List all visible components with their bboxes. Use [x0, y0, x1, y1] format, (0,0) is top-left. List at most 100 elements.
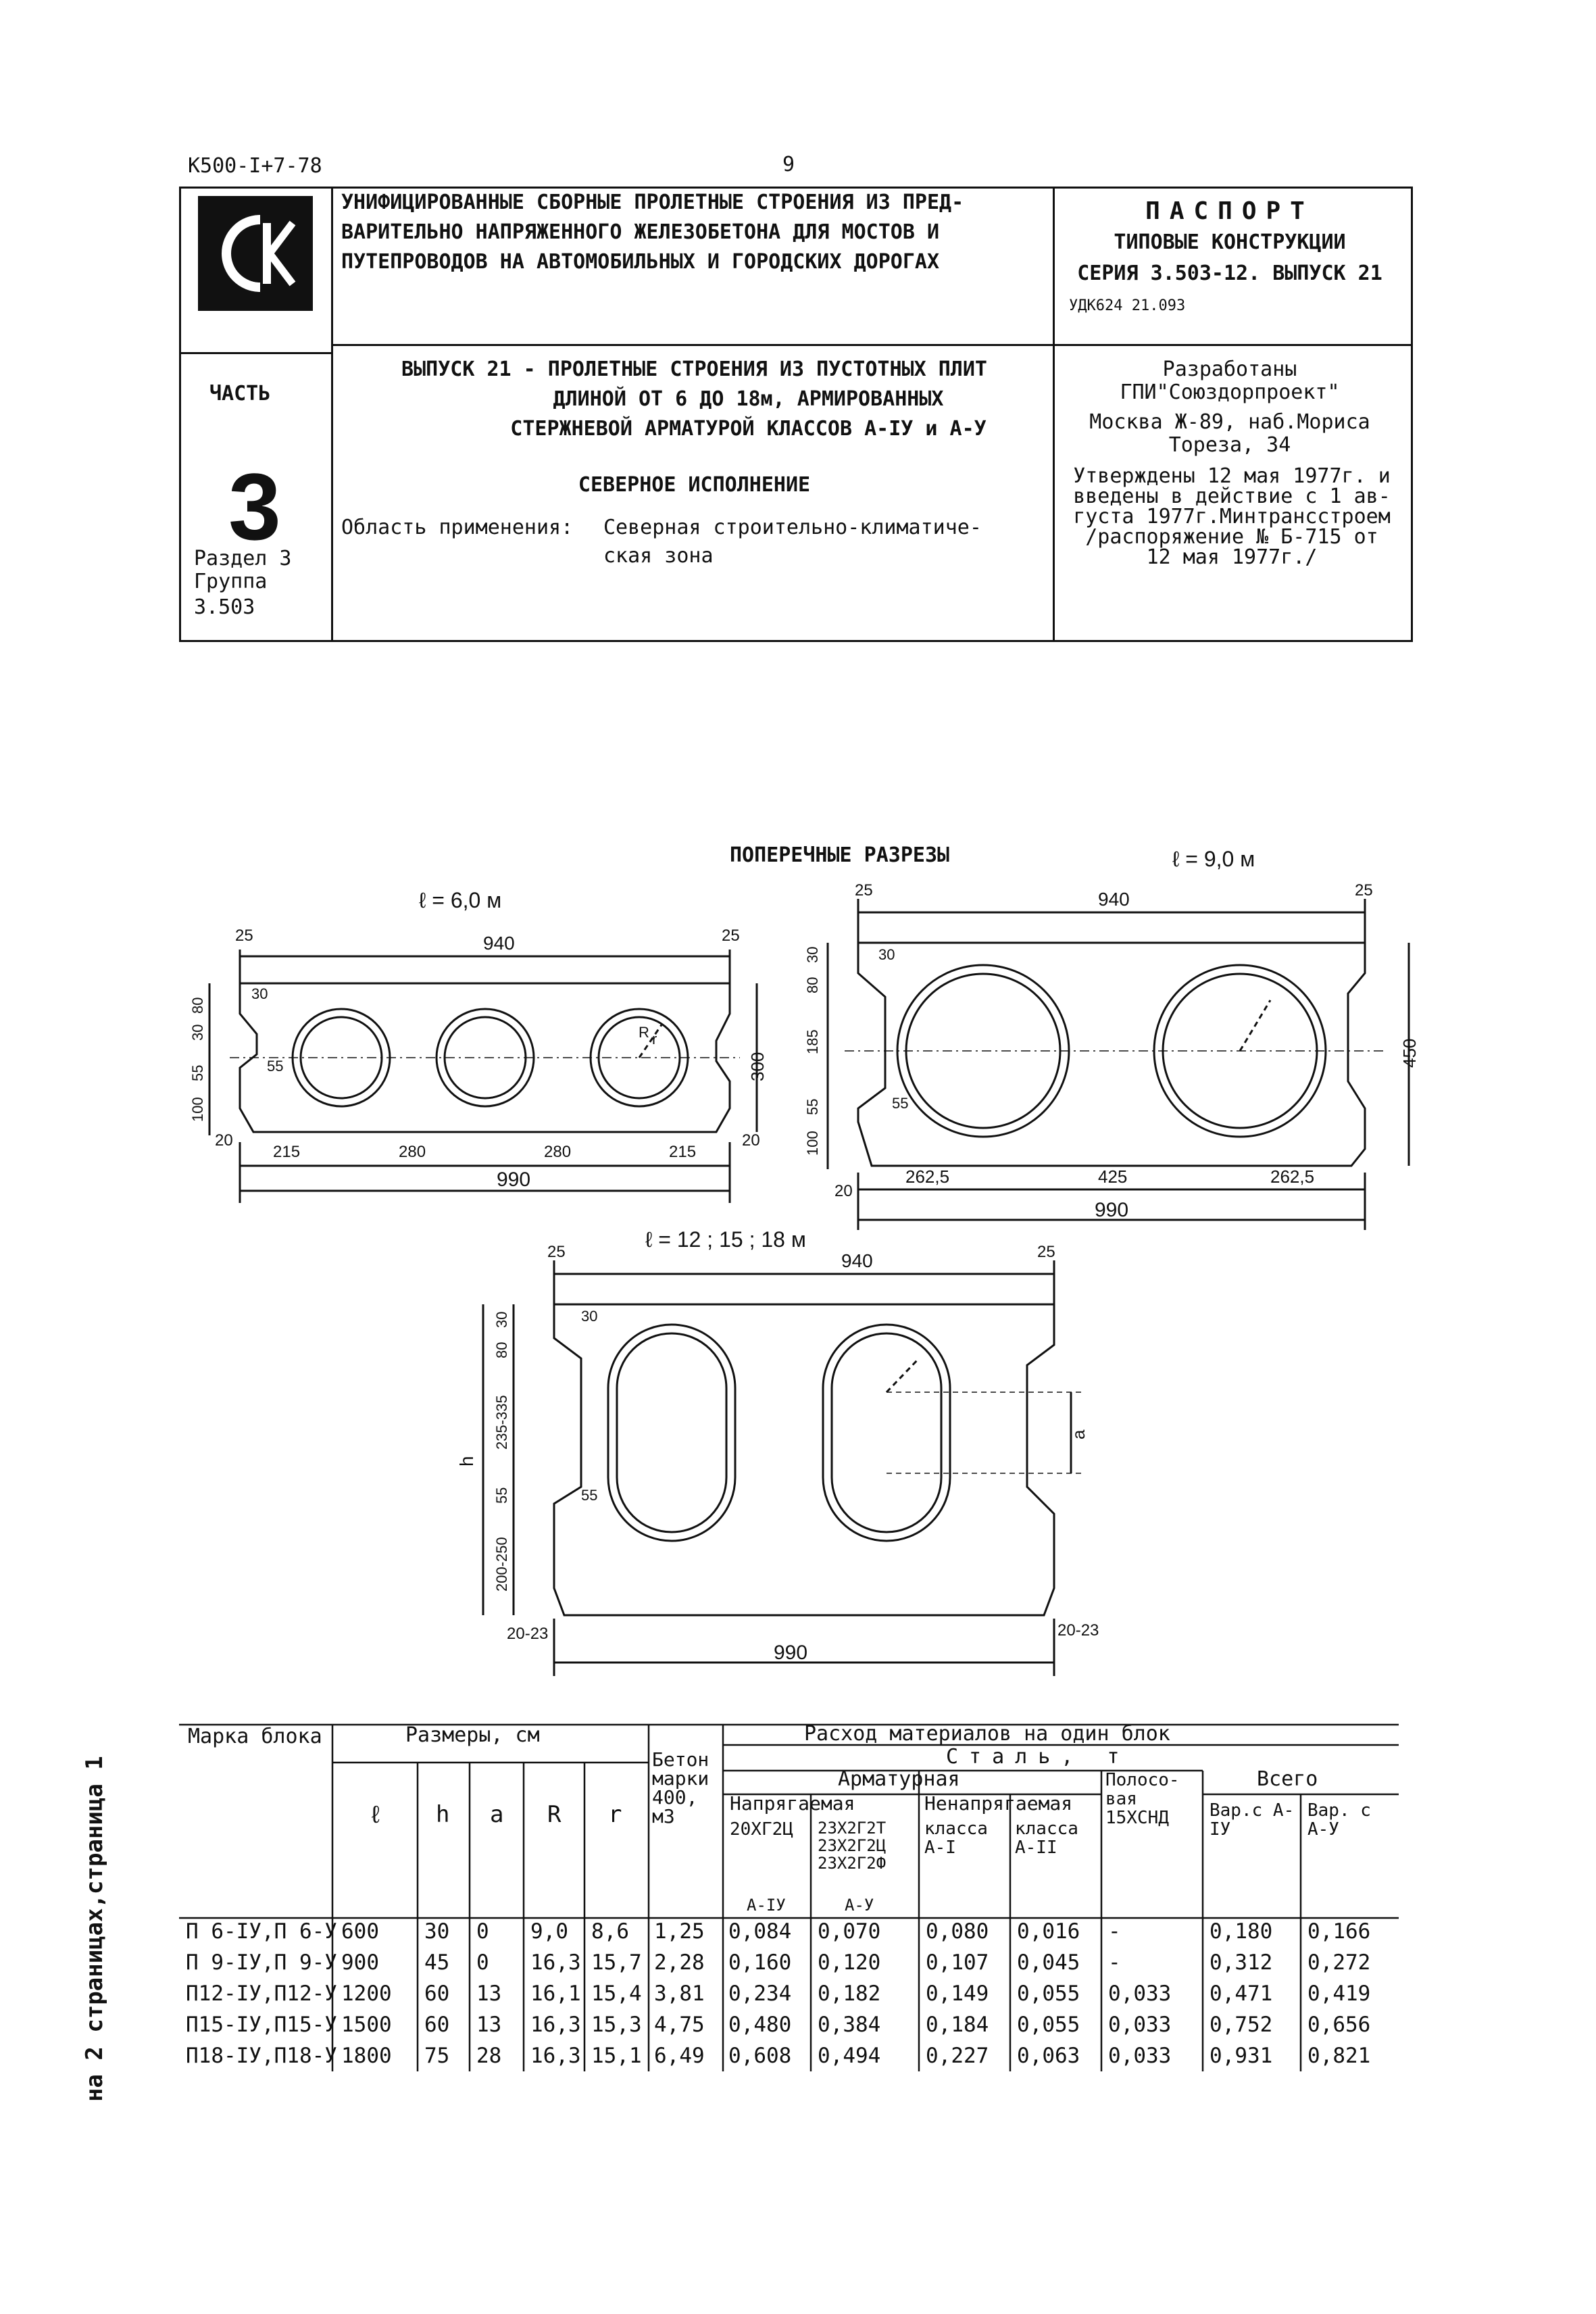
table-cell: 4,75 [654, 2013, 705, 2037]
table-cell: 16,1 [530, 1981, 581, 2006]
th-mark: Марка блока [188, 1725, 322, 1748]
passport-block: ПАСПОРТ ТИПОВЫЕ КОНСТРУКЦИИ СЕРИЯ 3.503-… [1054, 196, 1405, 289]
dimension: 25 [722, 927, 740, 945]
table-cell: 30 [424, 1919, 450, 1944]
table-cell: 0 [476, 1919, 489, 1944]
dimension: 20-23 [507, 1625, 548, 1643]
row-mark: П 9-IУ,П 9-У [186, 1950, 337, 1975]
dimension: 185 [804, 1029, 821, 1054]
dimension: 30 [493, 1312, 510, 1328]
table-cell: 1800 [341, 2044, 392, 2068]
dimension: 990 [774, 1642, 807, 1664]
table-cell: 0,821 [1307, 2044, 1371, 2068]
th-total: Всего [1257, 1767, 1318, 1791]
section-6m: ℓ = 6,0 м 940 25 25 215 280 280 215 20 2… [189, 888, 768, 1203]
th-prestressed: Напрягаемая [730, 1792, 855, 1815]
th-l: ℓ [368, 1801, 383, 1829]
table-cell: 0,149 [926, 1981, 989, 2006]
dimension: 30 [804, 947, 821, 963]
table-cell: 0,471 [1210, 1981, 1273, 2006]
title-block [179, 187, 1413, 642]
table-cell: 1200 [341, 1981, 392, 2006]
table-cell: 0,184 [926, 2013, 989, 2037]
approval-line: Утверждены 12 мая 1977г. и [1073, 464, 1391, 488]
th-concrete: Бетон марки 400, м3 [652, 1748, 709, 1827]
dimension: 55 [892, 1095, 908, 1112]
th-steel: Сталь, т [946, 1745, 1130, 1769]
table-cell: 600 [341, 1919, 379, 1944]
approval-line: густа 1977г.Минтрансстроем [1073, 505, 1391, 528]
table-cell: 0,160 [728, 1950, 792, 1975]
row-mark: П15-IУ,П15-У [186, 2013, 337, 2037]
table-cell: 0,070 [818, 1919, 881, 1944]
table-cell: 0,931 [1210, 2044, 1273, 2068]
radius-label: R [639, 1024, 649, 1041]
table-cell: 0,033 [1108, 1981, 1172, 2006]
th-class2: класса А-II [1015, 1819, 1078, 1858]
th-grade1b: А-IУ [747, 1896, 786, 1915]
table-cell: 6,49 [654, 2044, 705, 2068]
dimension: a [1068, 1429, 1089, 1439]
issue-line: ДЛИНОЙ ОТ 6 ДО 18м, АРМИРОВАННЫХ [553, 387, 944, 411]
table-cell: 0,080 [926, 1919, 989, 1944]
dimension: 940 [1098, 889, 1130, 910]
dimension: 280 [399, 1143, 426, 1161]
radius-label: r [652, 1031, 657, 1048]
drawings-title: ПОПЕРЕЧНЫЕ РАЗРЕЗЫ [730, 843, 950, 867]
table-cell: 0,084 [728, 1919, 792, 1944]
stamp-title: УНИФИЦИРОВАННЫЕ СБОРНЫЕ ПРОЛЕТНЫЕ СТРОЕН… [341, 191, 964, 274]
dimension: 20 [834, 1182, 853, 1200]
developer-block: Разработаны ГПИ"Союздорпроект" Москва Ж-… [1054, 358, 1405, 457]
dimension: 30 [581, 1308, 597, 1325]
table-cell: - [1108, 1950, 1121, 1975]
approval-block: Утверждены 12 мая 1977г. и введены в дей… [1059, 466, 1404, 568]
table-cell: 0 [476, 1950, 489, 1975]
table-cell: 8,6 [591, 1919, 629, 1944]
dimension: 262,5 [905, 1166, 949, 1187]
dimension: 215 [273, 1143, 300, 1161]
table-cell: 1500 [341, 2013, 392, 2037]
dimension: 30 [878, 946, 895, 963]
table-cell: 0,384 [818, 2013, 881, 2037]
table-cell: 75 [424, 2044, 450, 2068]
dimension: 20 [215, 1131, 233, 1150]
issue-line: ВЫПУСК 21 - ПРОЛЕТНЫЕ СТРОЕНИЯ ИЗ ПУСТОТ… [401, 358, 987, 381]
table-cell: 15,7 [591, 1950, 642, 1975]
dimension: 990 [497, 1168, 530, 1191]
stamp-divider [1053, 189, 1055, 640]
series-label: СЕРИЯ 3.503-12. ВЫПУСК 21 [1077, 262, 1382, 285]
table-cell: 0,227 [926, 2044, 989, 2068]
issue-line: СТЕРЖНЕВОЙ АРМАТУРОЙ КЛАССОВ А-IУ и А-У [510, 417, 987, 441]
table-cell: 16,3 [530, 2044, 581, 2068]
table-cell: 0,480 [728, 2013, 792, 2037]
table-cell: 0,752 [1210, 2013, 1273, 2037]
th-R: R [547, 1801, 562, 1828]
dimension: 20-23 [1057, 1621, 1099, 1640]
th-a: a [490, 1801, 504, 1828]
document-code: К500-I+7-78 [188, 154, 322, 178]
table-cell: 15,3 [591, 2013, 642, 2037]
logo [198, 196, 313, 311]
th-h: h [436, 1801, 450, 1828]
dimension: 25 [855, 881, 873, 900]
table-cell: - [1108, 1919, 1121, 1944]
dimension: 20 [742, 1131, 760, 1150]
section-label: ℓ = 9,0 м [1172, 847, 1255, 871]
part-label: ЧАСТЬ [209, 382, 271, 405]
th-dims: Размеры, см [405, 1723, 540, 1747]
dimension: 100 [189, 1097, 206, 1122]
dimension: 940 [483, 933, 515, 954]
developer-line: Тореза, 34 [1168, 433, 1291, 457]
table-cell: 16,3 [530, 2013, 581, 2037]
table-cell: 0,033 [1108, 2044, 1172, 2068]
stamp-divider [331, 344, 1411, 346]
section-label: ℓ = 6,0 м [419, 888, 501, 912]
th-r: r [608, 1801, 622, 1828]
th-grade2: 23Х2Г2Т 23Х2Г2Ц 23Х2Г2Ф [818, 1819, 887, 1873]
dimension: 80 [804, 977, 821, 993]
section-label: Раздел 3 [194, 547, 292, 570]
dimension: 300 [747, 1052, 768, 1081]
scope-text: Северная строительно-климатиче- ская зон… [603, 514, 982, 570]
dimension: 262,5 [1270, 1166, 1314, 1187]
